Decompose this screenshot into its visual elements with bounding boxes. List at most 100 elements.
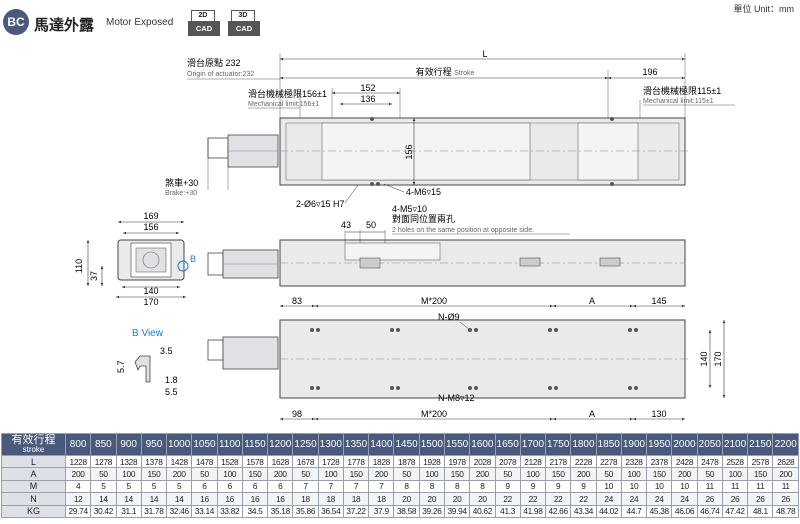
dim-50: 50 [366, 220, 376, 230]
dim-5-5: 5.5 [165, 387, 178, 397]
table-cell: 7 [317, 479, 344, 494]
stroke-col-header: 1200 [267, 433, 294, 456]
bottom-view: 83 M*200 A 145 N-Ø9 140 170 N-M8▿12 98 M… [207, 296, 726, 421]
table-cell: 50 [696, 467, 723, 481]
bc-badge: BC [3, 9, 29, 35]
table-cell: 150 [747, 467, 774, 481]
table-cell: 39.26 [418, 504, 445, 518]
holes-note-zh: 對面同位置兩孔 [392, 213, 455, 224]
stroke-col-header: 1400 [368, 433, 395, 456]
b-marker: B [190, 254, 196, 264]
table-cell: 6 [191, 479, 218, 494]
dim-a-bottom: A [589, 409, 595, 419]
table-cell: 9 [519, 479, 547, 494]
stroke-col-header: 850 [90, 433, 117, 456]
stroke-col-header: 1050 [191, 433, 218, 456]
table-cell: 18 [317, 492, 344, 506]
cad-3d-icon[interactable]: 3D CAD [228, 10, 260, 38]
table-cell: 16 [216, 492, 243, 506]
table-cell: 41.98 [519, 504, 547, 518]
table-cell: 1228 [64, 454, 92, 469]
table-cell: 150 [545, 467, 572, 481]
side-view: 43 50 4-M5▿10 對面同位置兩孔 2 holes on the sam… [207, 204, 686, 287]
dim-m200-top: M*200 [421, 296, 447, 306]
mounting-holes [310, 328, 638, 390]
row-label: A [1, 467, 66, 481]
stroke-col-header: 2150 [747, 433, 774, 456]
table-cell: 22 [570, 492, 597, 506]
table-cell: 2128 [519, 454, 547, 469]
cad-2d-icon[interactable]: 2D CAD [188, 10, 220, 38]
row-label: KG [1, 504, 66, 518]
table-cell: 1378 [140, 454, 168, 469]
table-cell: 5 [90, 479, 117, 494]
table-cell: 1978 [443, 454, 471, 469]
table-cell: 1528 [216, 454, 243, 469]
table-cell: 50 [393, 467, 420, 481]
table-cell: 36.54 [317, 504, 344, 518]
stroke-col-header: 900 [115, 433, 142, 456]
table-cell: 5 [115, 479, 142, 494]
table-cell: 18 [342, 492, 370, 506]
stroke-col-header: 1000 [166, 433, 193, 456]
table-cell: 20 [469, 492, 496, 506]
stroke-col-header: 2050 [696, 433, 723, 456]
dim-a-top: A [589, 296, 595, 306]
table-cell: 100 [317, 467, 344, 481]
table-cell: 100 [721, 467, 749, 481]
stroke-col-header: 1950 [646, 433, 673, 456]
table-cell: 10 [646, 479, 673, 494]
origin-label-en: Origin of actuator:232 [187, 71, 254, 78]
table-cell: 37.22 [342, 504, 370, 518]
table-cell: 1328 [115, 454, 142, 469]
table-cell: 35.86 [292, 504, 319, 518]
table-cell: 39.94 [443, 504, 471, 518]
table-cell: 46.06 [671, 504, 698, 518]
table-cell: 5 [140, 479, 168, 494]
table-cell: 43.34 [570, 504, 597, 518]
table-cell: 22 [545, 492, 572, 506]
brake-label-zh: 煞車+30 [165, 177, 198, 188]
holes-note-en: 2 holes on the same position at opposite… [392, 227, 534, 234]
svg-text:有效行程 Stroke: 有效行程 Stroke [416, 66, 475, 77]
stroke-col-header: 2000 [671, 433, 698, 456]
dim-136: 136 [360, 94, 375, 104]
table-cell: 150 [342, 467, 370, 481]
table-cell: 2178 [545, 454, 572, 469]
dim-L: L [482, 49, 487, 59]
table-cell: 6 [216, 479, 243, 494]
table-cell: 50 [90, 467, 117, 481]
table-cell: 150 [443, 467, 471, 481]
m6-callout: 4-M6▿15 [406, 187, 441, 197]
table-cell: 20 [418, 492, 445, 506]
mech-limit-right-zh: 滑台機械極限115±1 [643, 85, 721, 96]
table-cell: 2028 [469, 454, 496, 469]
stroke-col-header: 1550 [443, 433, 471, 456]
table-cell: 2528 [721, 454, 749, 469]
table-cell: 7 [368, 479, 395, 494]
dim-145: 145 [651, 296, 666, 306]
table-cell: 44.7 [620, 504, 648, 518]
table-cell: 200 [671, 467, 698, 481]
table-cell: 6 [241, 479, 269, 494]
table-cell: 48.78 [772, 504, 799, 518]
origin-label-zh: 滑台原點 232 [187, 57, 241, 68]
dim-83: 83 [292, 296, 302, 306]
table-cell: 26 [772, 492, 799, 506]
table-cell: 2228 [570, 454, 597, 469]
stroke-header: 有效行程 stroke [1, 433, 66, 456]
table-cell: 42.66 [545, 504, 572, 518]
cad-3d-top: 3D [231, 10, 255, 21]
dowel-callout: 2-Ø6▿15 H7 [296, 199, 345, 209]
table-cell: 16 [267, 492, 294, 506]
table-cell: 26 [696, 492, 723, 506]
table-cell: 8 [393, 479, 420, 494]
table-cell: 44.02 [595, 504, 622, 518]
table-cell: 1478 [191, 454, 218, 469]
table-cell: 16 [191, 492, 218, 506]
dim-169: 169 [143, 211, 158, 221]
dim-m200-bottom: M*200 [421, 409, 447, 419]
table-cell: 200 [267, 467, 294, 481]
page-title-zh: 馬達外露 [34, 17, 95, 34]
